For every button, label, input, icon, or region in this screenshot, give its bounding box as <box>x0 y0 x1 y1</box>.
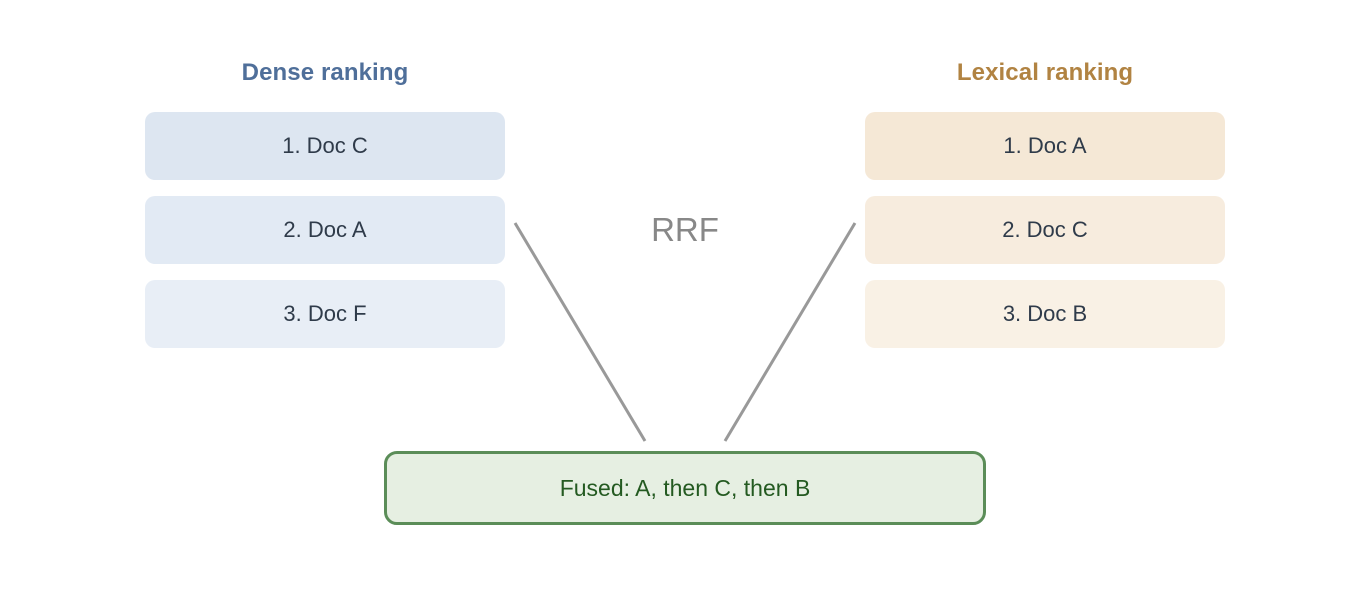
fused-result-box: Fused: A, then C, then B <box>384 451 986 525</box>
dense-rank-item-3: 3. Doc F <box>145 280 505 348</box>
dense-rank-item-1: 1. Doc C <box>145 112 505 180</box>
dense-ranking-title: Dense ranking <box>241 59 409 86</box>
lexical-ranking-title: Lexical ranking <box>956 59 1134 86</box>
dense-rank-item-2: 2. Doc A <box>145 196 505 264</box>
lexical-rank-item-2: 2. Doc C <box>865 196 1225 264</box>
rrf-method-label: RRF <box>651 211 719 248</box>
lexical-rank-item-3: 3. Doc B <box>865 280 1225 348</box>
lexical-to-fused-connector <box>723 222 857 442</box>
dense-to-fused-connector <box>513 222 647 442</box>
lexical-rank-item-1: 1. Doc A <box>865 112 1225 180</box>
